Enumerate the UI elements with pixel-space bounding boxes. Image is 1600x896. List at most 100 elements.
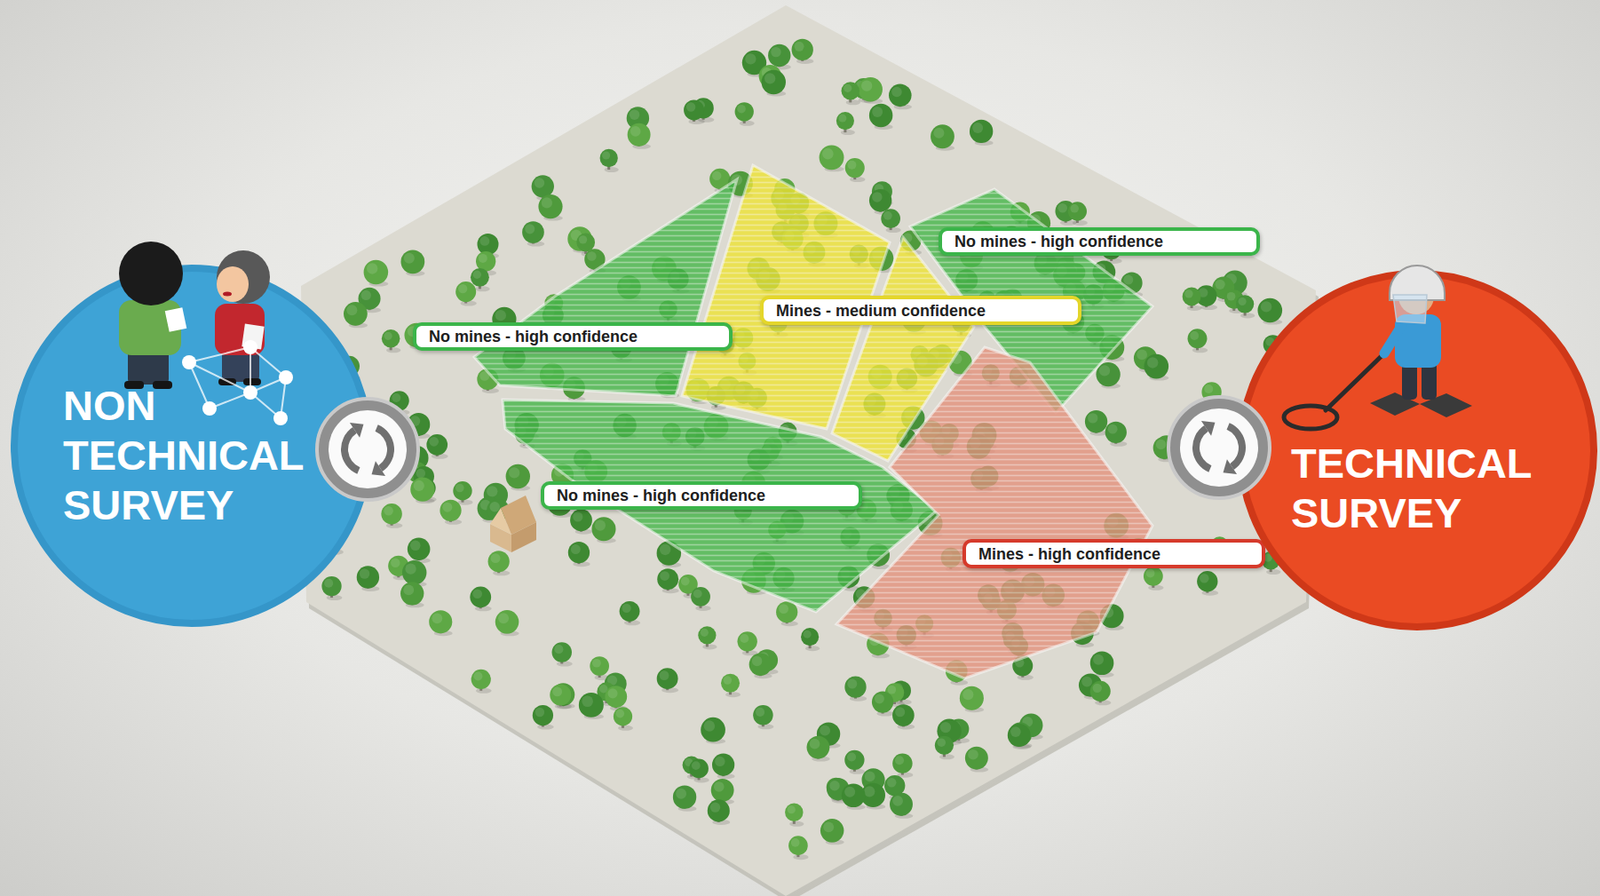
tree-highlight <box>1093 683 1102 693</box>
tree-highlight <box>892 795 903 807</box>
tree-crown <box>1196 570 1218 592</box>
deminer-leg <box>1401 362 1418 400</box>
network-link <box>189 362 210 409</box>
tree-crown <box>820 818 844 842</box>
tree-shadow <box>556 661 573 667</box>
tree-highlight <box>508 467 520 478</box>
tree-shadow <box>1240 312 1255 318</box>
tree-shadow <box>617 725 634 731</box>
confidence-label: Mines - medium confidence <box>760 295 1082 325</box>
tree <box>969 119 994 146</box>
tree <box>538 194 563 222</box>
confidence-label: No mines - high confidence <box>412 322 733 351</box>
deminer-leg <box>1421 362 1437 400</box>
tree-highlight <box>1093 654 1104 666</box>
tree-crown <box>321 576 341 596</box>
tree <box>506 464 531 492</box>
tree <box>892 704 915 729</box>
tree-highlight <box>391 393 401 403</box>
tree-highlight <box>621 603 631 613</box>
woman-face <box>216 266 249 302</box>
tree <box>568 541 591 567</box>
network-dot <box>182 355 197 370</box>
tree <box>869 103 894 130</box>
network-dot <box>273 411 288 426</box>
tree-shadow <box>457 499 473 506</box>
tree-shadow <box>693 776 709 783</box>
tree-highlight <box>324 578 333 588</box>
tree <box>657 568 680 594</box>
tree-crown <box>965 746 989 770</box>
tree-highlight <box>829 780 840 791</box>
tree <box>1105 421 1128 447</box>
tree-crown <box>841 783 866 808</box>
tree <box>690 586 712 611</box>
tree-shadow <box>789 821 804 827</box>
network-link <box>189 362 251 393</box>
paper <box>165 307 188 333</box>
tree-highlight <box>472 588 483 599</box>
tree-shadow <box>846 99 861 105</box>
tree <box>800 627 820 651</box>
tree <box>619 601 642 626</box>
tree <box>439 499 462 525</box>
tree-shadow <box>725 691 741 698</box>
tree-highlight <box>541 197 553 208</box>
detector-ring <box>1283 405 1338 429</box>
tree-highlight <box>601 150 610 159</box>
cycle-arrow <box>1227 422 1246 470</box>
tree-highlight <box>871 106 883 118</box>
tree <box>752 704 774 729</box>
tree-crown <box>1182 287 1202 307</box>
tree-highlight <box>554 644 563 654</box>
tree-crown <box>841 81 860 100</box>
tree-highlight <box>659 544 671 555</box>
tree-highlight <box>431 612 443 624</box>
ground <box>300 5 1316 896</box>
tree-crown <box>683 99 705 120</box>
tree-crown <box>836 111 855 130</box>
tree-highlight <box>473 270 482 279</box>
tree-highlight <box>428 436 439 447</box>
tree-highlight <box>359 568 370 579</box>
tree <box>381 329 401 353</box>
tree-crown <box>469 586 492 608</box>
tree-highlight <box>1215 279 1226 290</box>
tree-highlight <box>844 786 856 798</box>
deminer-visor <box>1393 294 1427 324</box>
tree-highlight <box>847 752 856 761</box>
tree-highlight <box>616 709 626 719</box>
tree <box>488 550 511 576</box>
tree-highlight <box>1087 412 1098 423</box>
tree-highlight <box>442 502 452 513</box>
circle-fill <box>1240 273 1594 627</box>
tree <box>356 565 381 592</box>
tree <box>552 641 573 666</box>
tree-crown <box>959 686 984 711</box>
tree-highlight <box>659 670 670 681</box>
tree-crown <box>888 84 912 108</box>
house-roof <box>500 495 537 535</box>
tree-highlight <box>1203 384 1213 394</box>
tree-shadow <box>1266 569 1281 575</box>
tree-highlight <box>895 706 905 717</box>
tree <box>426 434 448 460</box>
tree-highlight <box>755 707 765 717</box>
tree-crown <box>455 281 476 302</box>
tree-crown <box>532 704 554 726</box>
tree <box>321 576 342 601</box>
tree-crown <box>761 70 786 95</box>
tree-highlight <box>479 236 490 246</box>
tree-highlight <box>1010 726 1022 737</box>
cycle-arrow <box>1192 425 1212 473</box>
tree-highlight <box>710 802 721 813</box>
tree-highlight <box>871 191 882 202</box>
tree-crown <box>506 464 531 489</box>
tree-shadow <box>805 645 820 651</box>
tree-crown <box>807 736 831 760</box>
tree <box>697 625 717 650</box>
tree-highlight <box>838 114 847 123</box>
tree <box>934 736 955 761</box>
tree-highlight <box>491 553 501 563</box>
tree <box>1188 328 1209 353</box>
